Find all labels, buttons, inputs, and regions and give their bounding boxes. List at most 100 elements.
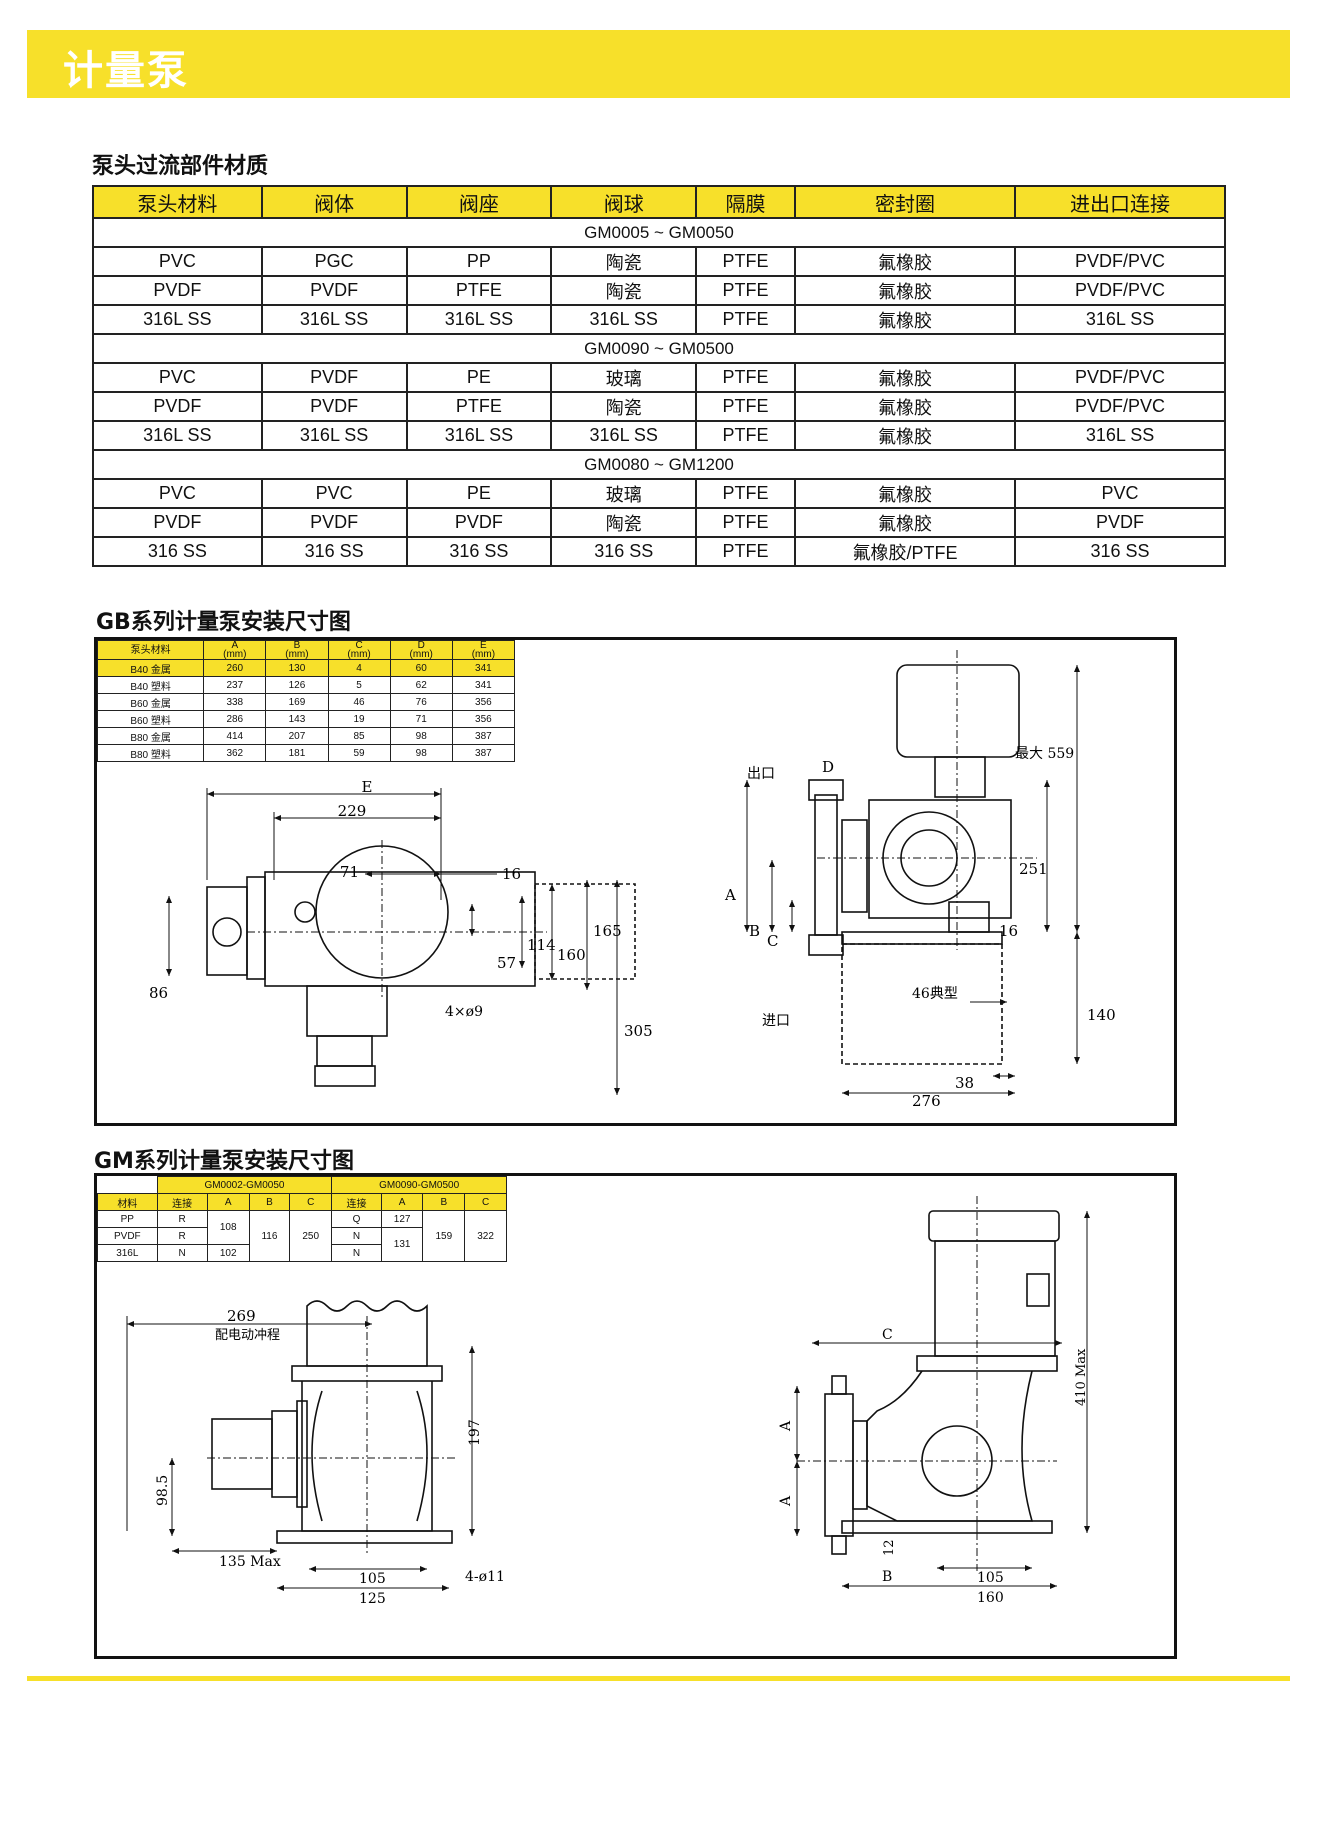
gb-dim-57: 57 (497, 954, 516, 972)
materials-cell: PVC (92, 246, 263, 277)
materials-cell: 氟橡胶 (793, 362, 1017, 393)
gb-dim-140: 140 (1087, 1006, 1116, 1024)
materials-cell: PTFE (695, 420, 796, 451)
gm-holes: 4-ø11 (465, 1569, 505, 1585)
materials-group-row: GM0090 ~ GM0500 (92, 333, 1226, 364)
materials-cell: 氟橡胶 (793, 275, 1017, 306)
gb-dim-114: 114 (527, 936, 556, 954)
gb-header-unit: (mm) (347, 649, 371, 660)
gm-stroke-label: 配电动冲程 (215, 1328, 280, 1343)
materials-group-label: GM0090 ~ GM0500 (92, 333, 1226, 364)
materials-cell: PTFE (695, 478, 796, 509)
gm-right-pump-drawing (797, 1196, 1060, 1571)
gb-table-cell: 181 (265, 744, 329, 762)
materials-cell: 316L SS (405, 304, 553, 335)
gm-c: 250 (289, 1210, 333, 1262)
gb-dim-38: 38 (955, 1074, 974, 1092)
materials-cell: 316 SS (92, 536, 263, 567)
gb-dim-D: D (822, 758, 834, 776)
materials-cell: PVDF (260, 275, 408, 306)
gm-c: 322 (464, 1210, 507, 1262)
gm-drawings: 269 配电动冲程 197 98.5 135 Max 105 125 4-ø11… (126, 1196, 1090, 1607)
gm-sub-header: A (206, 1193, 250, 1211)
materials-column-header: 阀球 (550, 185, 698, 219)
gm-dim-125: 125 (359, 1591, 386, 1607)
materials-cell: PVDF (260, 507, 408, 538)
gb-dim-229: 229 (338, 802, 367, 820)
materials-cell: PVDF (405, 507, 553, 538)
gb-header-label: B (293, 640, 301, 651)
materials-cell: PVDF (92, 391, 263, 422)
materials-column-header: 阀体 (260, 185, 408, 219)
materials-cell: PTFE (695, 391, 796, 422)
gb-table-cell: 130 (265, 659, 329, 677)
materials-cell: 陶瓷 (550, 391, 698, 422)
materials-cell: 氟橡胶 (793, 507, 1017, 538)
gb-holes: 4×ø9 (445, 1004, 483, 1020)
materials-cell: PVC (1014, 478, 1226, 509)
gb-header-unit: (mm) (223, 649, 247, 660)
gb-dim-86: 86 (149, 984, 168, 1002)
gb-dim-160: 160 (557, 946, 586, 964)
materials-cell: 316 SS (550, 536, 698, 567)
materials-column-header: 泵头材料 (92, 185, 263, 219)
gm-left-pump-drawing (207, 1300, 457, 1556)
gb-header-unit: (mm) (285, 649, 309, 660)
gb-table-header: 泵头材料 (96, 640, 205, 660)
materials-header-row: 泵头材料阀体阀座阀球隔膜密封圈进出口连接 (92, 185, 1226, 219)
materials-cell: PE (405, 362, 553, 393)
materials-cell: 316L SS (260, 304, 408, 335)
materials-cell: 316L SS (92, 420, 263, 451)
gm-conn: N (156, 1244, 208, 1262)
gm-sub-header: A (380, 1193, 424, 1211)
materials-cell: PTFE (695, 246, 796, 277)
gm-sub-header: C (289, 1193, 333, 1211)
gb-dim-A: A (724, 886, 736, 904)
materials-cell: 氟橡胶 (793, 304, 1017, 335)
materials-cell: PTFE (695, 304, 796, 335)
gb-table-cell: 362 (203, 744, 267, 762)
gb-header-label: A (231, 640, 239, 651)
header-banner: 计量泵 (27, 30, 1290, 98)
gb-header-label: C (355, 640, 363, 651)
gb-dim-B: B (749, 922, 760, 940)
materials-cell: PP (405, 246, 553, 277)
materials-group-label: GM0080 ~ GM1200 (92, 449, 1226, 480)
materials-cell: 316 SS (260, 536, 408, 567)
materials-cell: 316L SS (405, 420, 553, 451)
gm-dim-410: 410 Max (1074, 1348, 1089, 1406)
gm-dim-A2: A (778, 1495, 794, 1507)
gb-dim-276: 276 (912, 1092, 941, 1110)
materials-cell: 316L SS (92, 304, 263, 335)
materials-cell: 氟橡胶 (793, 478, 1017, 509)
gb-table-cell: 341 (451, 659, 516, 677)
gm-dim-105r: 105 (977, 1570, 1004, 1586)
gb-max559: 最大 559 (1015, 746, 1074, 762)
page-title: 计量泵 (63, 48, 189, 94)
gm-dim-A1: A (778, 1420, 794, 1432)
gb-table-cell: 59 (327, 744, 391, 762)
gb-table-cell: B40 金属 (96, 659, 205, 677)
gm-a: 102 (206, 1244, 250, 1262)
materials-cell: PVDF (1014, 507, 1226, 538)
materials-cell: 316 SS (405, 536, 553, 567)
materials-cell: 316L SS (550, 420, 698, 451)
gm-dim-269: 269 (227, 1307, 256, 1325)
materials-cell: 陶瓷 (550, 275, 698, 306)
gm-title: GM系列计量泵安装尺寸图 (94, 1149, 354, 1174)
gm-sub-header: 连接 (331, 1193, 382, 1211)
gb-table-header: A(mm) (203, 640, 267, 660)
materials-cell: 氟橡胶 (793, 420, 1017, 451)
gm-sub-header: 连接 (156, 1193, 208, 1211)
materials-cell: PTFE (695, 536, 796, 567)
materials-cell: 氟橡胶 (793, 391, 1017, 422)
materials-cell: PVDF/PVC (1014, 362, 1226, 393)
